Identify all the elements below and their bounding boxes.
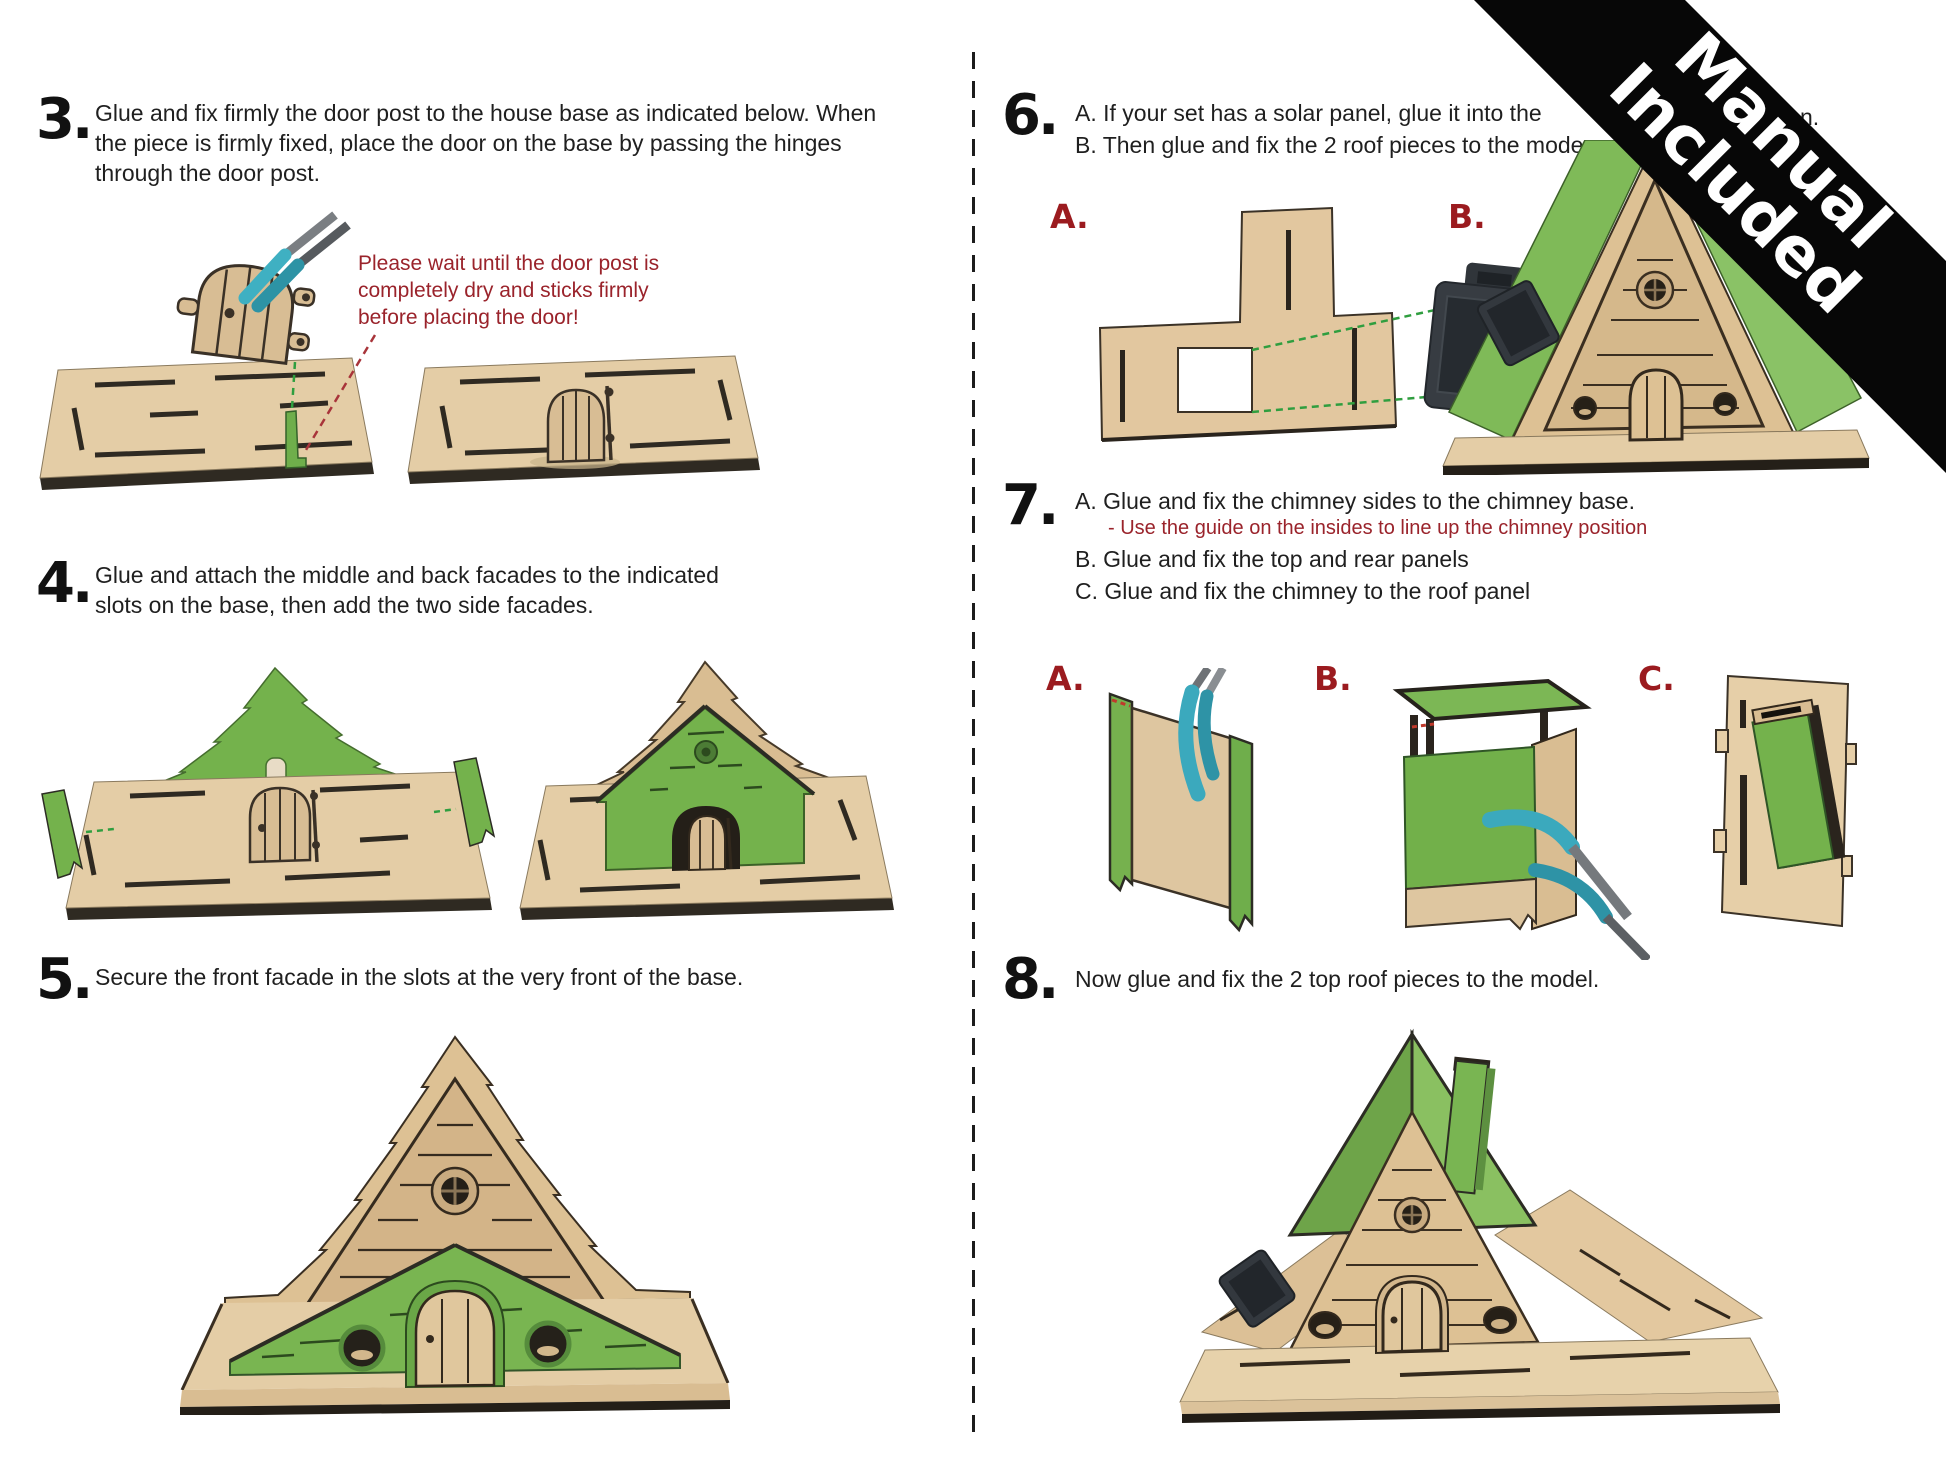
step4-text: Glue and attach the middle and back faca… xyxy=(95,562,719,618)
step3-number: 3. xyxy=(36,87,93,152)
round-window-left xyxy=(338,1324,386,1372)
base-board xyxy=(1179,1337,1780,1423)
red-guide-line xyxy=(301,334,377,456)
step6-line-a: A. If your set has a solar panel, glue i… xyxy=(1075,100,1542,126)
arched-door xyxy=(1375,1274,1449,1355)
step8-illustration xyxy=(1150,1020,1810,1440)
step8-text: Now glue and fix the 2 top roof pieces t… xyxy=(1075,966,1600,992)
house-base-with-door xyxy=(407,355,760,484)
step7-label-c: C. xyxy=(1638,659,1675,698)
roof-panel-wood xyxy=(1098,206,1398,442)
chimney xyxy=(1441,1056,1496,1195)
door-piece xyxy=(248,786,320,864)
step8-number: 8. xyxy=(1002,947,1059,1012)
clamp-tool xyxy=(238,211,351,313)
step4-illustration-a xyxy=(30,640,510,930)
step6-number: 6. xyxy=(1002,83,1059,148)
clamp-tool xyxy=(1178,668,1227,802)
solar-panel-on-roof xyxy=(1218,1249,1296,1328)
clamp-tools xyxy=(1482,809,1650,960)
step7-label-a: A. xyxy=(1046,659,1085,698)
step5-illustration xyxy=(150,1015,760,1415)
step3-warning-note: Please wait until the door post is compl… xyxy=(358,252,660,329)
chimney-top-green xyxy=(1392,678,1592,722)
step7-illustration-b xyxy=(1350,665,1650,960)
step7-note: - Use the guide on the insides to line u… xyxy=(1108,517,1648,539)
step7-line-c: C. Glue and fix the chimney to the roof … xyxy=(1075,578,1531,604)
step7-line-a: A. Glue and fix the chimney sides to the… xyxy=(1075,488,1635,514)
chimney-side-right-green xyxy=(1228,734,1254,933)
step6-line-b: B. Then glue and fix the 2 roof pieces t… xyxy=(1075,132,1584,158)
step3-illustration-svg xyxy=(39,211,760,490)
step7b-svg xyxy=(1392,678,1650,960)
column-divider xyxy=(972,52,975,1434)
middle-facade-green xyxy=(594,704,816,872)
step5-number: 5. xyxy=(36,947,93,1012)
step7-illustration-a xyxy=(1080,668,1300,953)
base-board xyxy=(1442,429,1870,475)
arched-door xyxy=(1573,368,1737,442)
step7-number: 7. xyxy=(1002,473,1059,538)
house-base-board xyxy=(39,357,374,490)
solar-panel-on-roof xyxy=(1476,280,1560,367)
step4-number: 4. xyxy=(36,551,93,616)
step3-illustration xyxy=(30,210,770,510)
step7-line-b: B. Glue and fix the top and rear panels xyxy=(1075,546,1469,572)
side-facade-right xyxy=(453,757,496,847)
step3-text: Glue and fix firmly the door post to the… xyxy=(95,100,877,186)
arched-door xyxy=(414,1289,496,1388)
step5-text: Secure the front facade in the slots at … xyxy=(95,964,744,990)
round-window-right xyxy=(524,1320,572,1368)
front-facade-green xyxy=(229,1243,681,1389)
step6-label-b: B. xyxy=(1448,197,1486,236)
chimney-side-left-green xyxy=(1108,692,1134,893)
door-post xyxy=(285,410,307,469)
step6-label-a: A. xyxy=(1050,197,1089,236)
step4-illustration-b xyxy=(510,640,930,930)
chimney-base-notched xyxy=(1405,877,1537,931)
banner-svg: Manual Included xyxy=(1474,0,1946,473)
banner-ribbon xyxy=(1474,0,1946,473)
lower-roof-right xyxy=(1494,1189,1764,1343)
step4a-svg xyxy=(41,666,496,920)
step7-label-b: B. xyxy=(1314,659,1352,698)
step7c-svg xyxy=(1713,674,1857,928)
step7-illustration-c xyxy=(1690,660,1880,945)
step5-svg xyxy=(180,1035,730,1415)
side-facade-left xyxy=(41,789,84,879)
manual-included-banner: Manual Included xyxy=(1420,0,1946,500)
step7a-svg xyxy=(1108,668,1254,933)
step4b-svg xyxy=(519,660,894,920)
chimney-attached xyxy=(1751,698,1846,870)
step8-svg xyxy=(1179,1028,1780,1423)
